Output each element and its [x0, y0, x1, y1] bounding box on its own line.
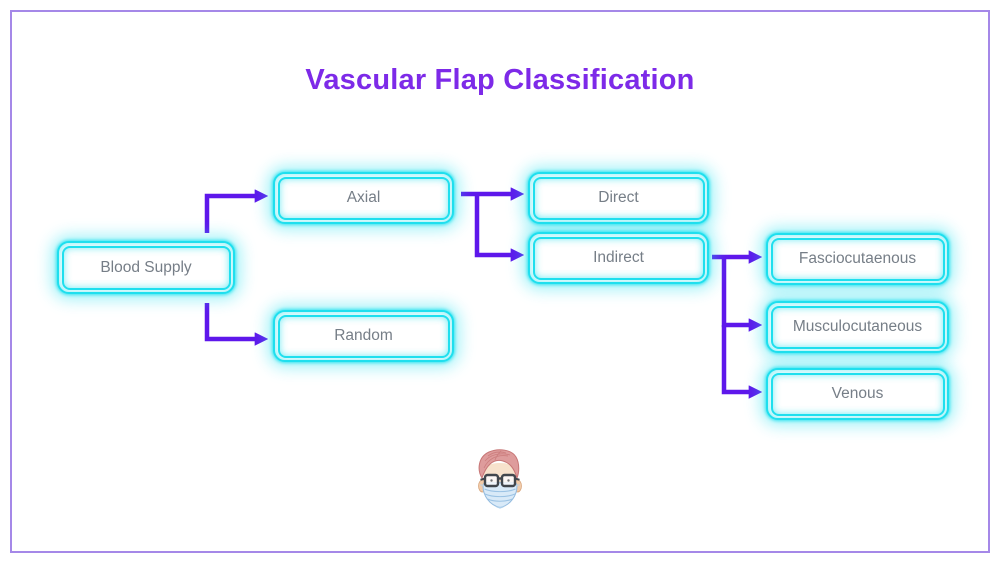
edge-indirect-musculocutaneous: [721, 257, 763, 332]
page-title: Vascular Flap Classification: [305, 64, 695, 96]
node-label: Direct: [598, 189, 639, 206]
edge-blood-supply-axial: [204, 189, 269, 233]
node-label: Axial: [346, 189, 381, 206]
node-indirect: Indirect: [528, 232, 709, 284]
edge-indirect-venous: [721, 325, 763, 399]
node-label: Venous: [831, 385, 884, 402]
edge-blood-supply-random: [204, 303, 269, 346]
node-label: Blood Supply: [100, 258, 192, 276]
node-label: Indirect: [593, 249, 644, 266]
doctor-mascot-icon: [478, 449, 522, 509]
node-direct: Direct: [528, 172, 709, 224]
node-random: Random: [273, 310, 454, 362]
node-label: Fasciocutaenous: [798, 250, 917, 267]
node-musculocutaneous: Musculocutaneous: [766, 301, 949, 353]
node-label: Random: [334, 327, 393, 344]
node-venous: Venous: [766, 368, 949, 420]
node-blood-supply: Blood Supply: [57, 241, 235, 294]
node-label: Musculocutaneous: [792, 318, 923, 335]
node-fasciocutaenous: Fasciocutaenous: [766, 233, 949, 285]
edge-axial-indirect: [474, 194, 525, 262]
node-axial: Axial: [273, 172, 454, 224]
